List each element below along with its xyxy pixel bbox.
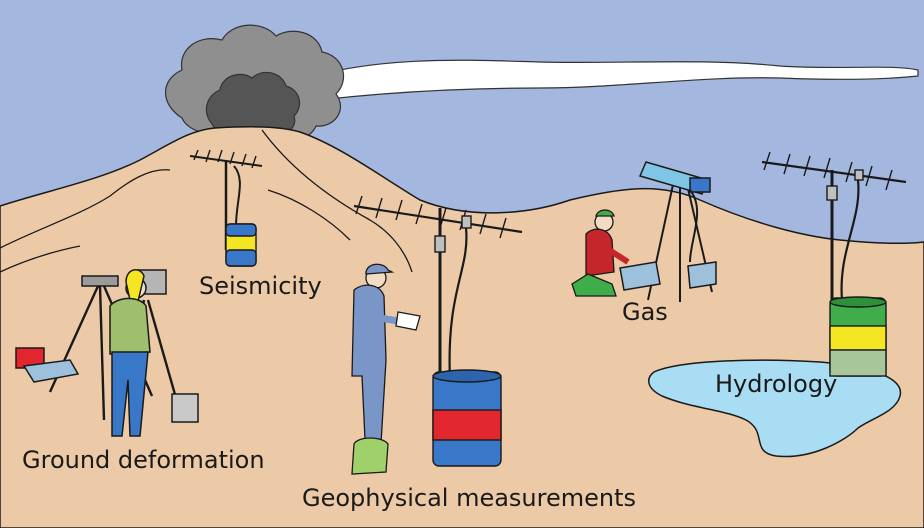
label-ground-deformation: Ground deformation — [22, 446, 265, 474]
label-gas: Gas — [622, 298, 668, 326]
terrain-lines — [0, 129, 413, 273]
seismicity-station — [189, 149, 263, 267]
gas-instrument — [619, 161, 717, 302]
water-pool — [648, 359, 902, 458]
ground-deformation-setup — [15, 269, 199, 437]
smoke-plume — [165, 24, 919, 141]
label-hydrology: Hydrology — [715, 370, 838, 398]
geophysical-station — [353, 195, 523, 467]
geophysical-scientist — [351, 263, 421, 475]
label-geophysical-measurements: Geophysical measurements — [302, 484, 637, 512]
gas-scientist — [571, 209, 630, 297]
label-seismicity: Seismicity — [199, 272, 322, 300]
hydrology-station — [761, 151, 907, 377]
